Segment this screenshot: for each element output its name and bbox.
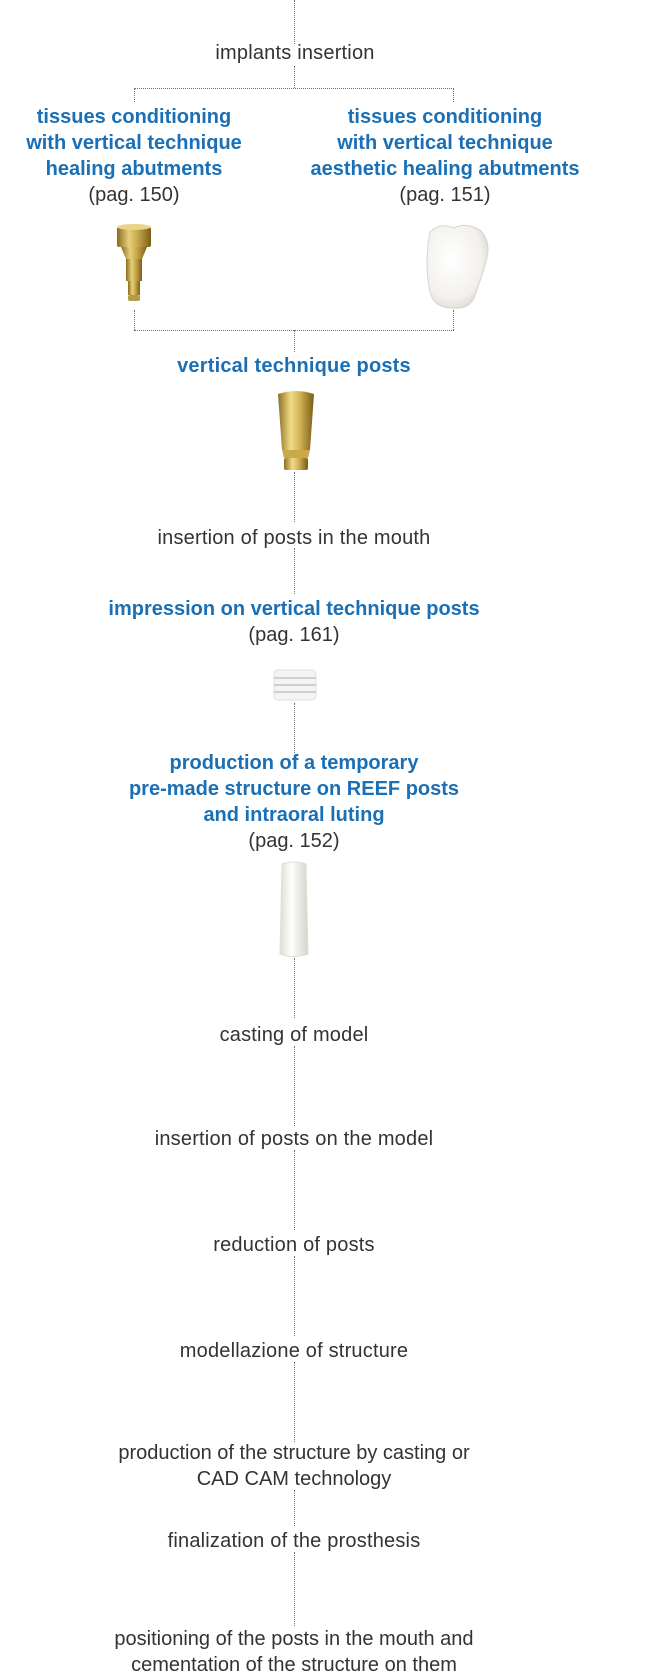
- connector-split: [134, 88, 454, 89]
- step-casting: casting of model: [219, 1024, 369, 1046]
- connector-left-down: [134, 88, 135, 102]
- positioning-line1: positioning of the posts in the mouth an…: [114, 1628, 474, 1650]
- connector-right-up: [453, 310, 454, 330]
- right-branch-line2: with vertical technique: [337, 132, 553, 154]
- connector-production-down: [294, 958, 295, 1018]
- temporary-cylinder-image: [279, 861, 309, 957]
- connector-impression-down: [294, 703, 295, 753]
- production-temp-line1: production of a temporary: [169, 752, 419, 774]
- connector-post-down: [294, 472, 295, 522]
- step-production-temporary: production of a temporary pre-made struc…: [44, 750, 544, 854]
- connector-insertion-model-down: [294, 1150, 295, 1230]
- step-finalization: finalization of the prosthesis: [167, 1530, 421, 1552]
- step-right-branch: tissues conditioning with vertical techn…: [288, 104, 602, 208]
- connector-reduction-down: [294, 1256, 295, 1336]
- production-temp-line2: pre-made structure on REEF posts: [128, 778, 460, 800]
- connector-left-up: [134, 310, 135, 330]
- production-temp-page: (pag. 152): [248, 830, 340, 852]
- step-implants-insertion: implants insertion: [215, 42, 375, 64]
- positioning-line2: cementation of the structure on them: [131, 1654, 457, 1676]
- left-branch-line3: healing abutments: [45, 158, 223, 180]
- production-structure-line2: CAD CAM technology: [196, 1468, 392, 1490]
- healing-abutment-image: [117, 224, 151, 301]
- impression-page: (pag. 161): [248, 624, 340, 646]
- right-branch-line3: aesthetic healing abutments: [310, 158, 580, 180]
- step-impression: impression on vertical technique posts (…: [44, 596, 544, 648]
- step-insertion-model: insertion of posts on the model: [154, 1128, 434, 1150]
- left-branch-line1: tissues conditioning: [36, 106, 232, 128]
- connector-finalization-down: [294, 1552, 295, 1626]
- right-branch-line1: tissues conditioning: [347, 106, 543, 128]
- connector-top: [294, 0, 295, 44]
- step-insertion-mouth: insertion of posts in the mouth: [157, 527, 431, 549]
- step-reduction: reduction of posts: [213, 1234, 375, 1256]
- step-vertical-posts: vertical technique posts: [177, 355, 411, 377]
- connector-modellazione-down: [294, 1362, 295, 1442]
- impression-coping-image: [273, 669, 317, 701]
- connector-merge-down: [294, 330, 295, 352]
- production-temp-line3: and intraoral luting: [203, 804, 385, 826]
- connector-right-down: [453, 88, 454, 102]
- step-positioning: positioning of the posts in the mouth an…: [44, 1626, 544, 1678]
- connector-production-structure-down: [294, 1490, 295, 1526]
- step-left-branch: tissues conditioning with vertical techn…: [0, 104, 268, 208]
- connector-casting-down: [294, 1046, 295, 1126]
- right-branch-page: (pag. 151): [399, 184, 491, 206]
- left-branch-page: (pag. 150): [88, 184, 180, 206]
- step-production-structure: production of the structure by casting o…: [44, 1440, 544, 1492]
- connector-mouth-down: [294, 548, 295, 594]
- aesthetic-abutment-image: [426, 224, 489, 309]
- left-branch-line2: with vertical technique: [26, 132, 242, 154]
- production-structure-line1: production of the structure by casting o…: [118, 1442, 470, 1464]
- connector-implants-down: [294, 66, 295, 88]
- impression-title: impression on vertical technique posts: [108, 598, 480, 620]
- step-modellazione: modellazione of structure: [179, 1340, 409, 1362]
- post-image: [278, 391, 314, 470]
